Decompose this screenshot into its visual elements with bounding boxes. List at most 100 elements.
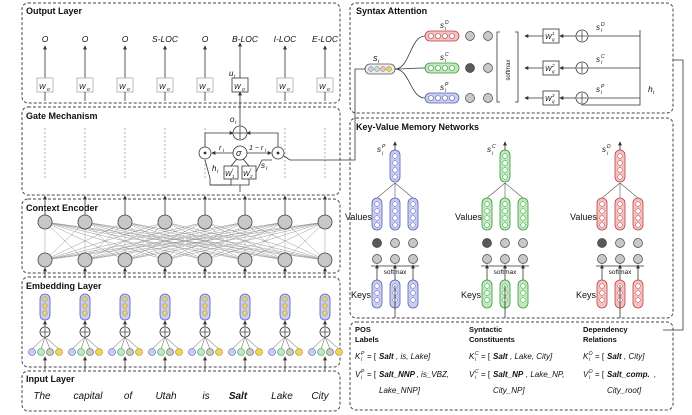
emb-pill-dot-2-2 — [122, 310, 128, 316]
output-label-7: E-LOC — [312, 34, 339, 44]
emb-feat-7-3 — [335, 348, 343, 356]
kv-value-dot-2-2-2 — [635, 215, 641, 221]
kv-key-dot-1-2-0 — [520, 283, 526, 289]
kv-score-2-0 — [597, 254, 607, 264]
output-label-6: I-LOC — [274, 34, 298, 44]
emb-pill-dot-6-1 — [282, 303, 288, 309]
kv-value-dot-2-0-0 — [599, 201, 605, 207]
output-label-2: O — [122, 34, 129, 44]
syn-hi-sub: i — [653, 90, 655, 96]
know-k-eq-2: = [ — [595, 352, 605, 361]
kv-s-label-1: s — [487, 145, 491, 154]
emb-feat-4-0 — [188, 348, 196, 356]
kv-score-1-0 — [482, 254, 492, 264]
emb-link-6-2 — [284, 336, 291, 350]
s-input-path — [283, 155, 340, 161]
emb-link-2-2 — [124, 336, 131, 350]
syn-s-label-C: s — [440, 53, 444, 62]
syn-right-s-2: s — [596, 85, 600, 94]
emb-pill-dot-0-1 — [42, 303, 48, 309]
kv-value-dot-2-0-2 — [599, 215, 605, 221]
ctx-top-node-1 — [77, 214, 93, 230]
kv-weight-2-1 — [615, 238, 625, 248]
syn-score-D — [483, 31, 493, 41]
kv-weight-1-1 — [500, 238, 510, 248]
wo-sub-1: o — [87, 87, 90, 93]
gate-s-label: s — [261, 161, 265, 170]
syn-wq-sub-2: q — [552, 99, 555, 104]
emb-pill-dot-0-0 — [42, 296, 48, 302]
know-v-line2-0: Lake_NNP] — [379, 386, 421, 395]
emb-link-4-1 — [200, 336, 206, 350]
syn-wq-label-0: W — [545, 34, 553, 41]
kv-value-dot-0-1-3 — [392, 222, 398, 228]
kv-weight-0-2 — [408, 238, 418, 248]
kv-weight-0-0 — [372, 238, 382, 248]
emb-feat-4-3 — [215, 348, 223, 356]
syn-s-sup-D: D — [445, 20, 449, 26]
know-v-first-2: Salt_comp. — [607, 370, 650, 379]
kv-s-sup-1: C — [492, 144, 496, 150]
ctx-link-7-4 — [204, 221, 326, 261]
kv-summary-dot-0-1 — [392, 160, 398, 166]
input-word-6: Lake — [271, 391, 293, 402]
wo-sub-2: o — [127, 87, 130, 93]
kv-summary-dot-2-2 — [617, 167, 623, 173]
know-v-line2-2: City_root] — [607, 386, 642, 395]
emb-pill-dot-4-0 — [202, 296, 208, 302]
emb-link-4-3 — [204, 336, 220, 350]
emb-pill-dot-1-0 — [82, 296, 88, 302]
kv-value-dot-1-1-1 — [502, 208, 508, 214]
emb-feat-6-3 — [295, 348, 303, 356]
input-word-4: is — [202, 391, 209, 402]
wo-label-1: W — [79, 84, 87, 91]
syn-pill-dot-P-3 — [449, 95, 455, 101]
ctx-bottom-node-3 — [157, 252, 173, 268]
kv-value-dot-1-1-2 — [502, 215, 508, 221]
know-k-sub-1: i — [475, 357, 477, 363]
kv-value-dot-1-0-0 — [484, 201, 490, 207]
emb-pill-dot-3-2 — [162, 310, 168, 316]
emb-link-6-0 — [271, 336, 286, 350]
know-v-sub-1: i — [475, 375, 477, 381]
syn-score-P — [483, 93, 493, 103]
kv-key-dot-2-2-2 — [635, 297, 641, 303]
output-label-0: O — [42, 34, 49, 44]
kv-value-dot-1-1-0 — [502, 201, 508, 207]
emb-pill-dot-7-1 — [322, 303, 328, 309]
kv-value-pill-0-2 — [407, 197, 419, 231]
input-word-1: capital — [74, 391, 104, 402]
kv-key-dot-1-0-0 — [484, 283, 490, 289]
ctx-top-node-3 — [157, 214, 173, 230]
emb-link-0-0 — [31, 336, 46, 350]
syn-right-sub-0: i — [601, 28, 603, 34]
wo-sub-3: o — [167, 87, 170, 93]
kv-score-1-2 — [518, 254, 528, 264]
context-encoder-title: Context Encoder — [26, 203, 99, 213]
emb-pill-dot-4-2 — [202, 310, 208, 316]
syn-si-dot-0 — [368, 66, 374, 72]
gate-mechanism-panel — [21, 106, 341, 196]
syn-branch-link-C — [394, 67, 426, 70]
know-k-sub-2: i — [589, 357, 591, 363]
kv-value-dot-2-1-3 — [617, 222, 623, 228]
kv-key-dot-2-2-0 — [635, 283, 641, 289]
kv-keys-label-1: Keys — [461, 290, 482, 300]
emb-link-3-2 — [164, 336, 171, 350]
know-v-sym-0: V — [355, 370, 361, 379]
emb-link-6-1 — [280, 336, 286, 350]
syn-wq-sub-1: q — [552, 69, 555, 74]
know-v-rest-2: , — [654, 370, 656, 379]
emb-pill-dot-6-2 — [282, 310, 288, 316]
know-v-sup-2: D — [589, 369, 593, 375]
kv-s-label-0: s — [377, 145, 381, 154]
emb-link-5-1 — [240, 336, 246, 350]
emb-feat-3-0 — [148, 348, 156, 356]
gate-one-minus-label: 1 − r — [249, 145, 264, 152]
know-k-sym-1: K — [469, 352, 475, 361]
embedding-layer-panel — [21, 276, 341, 368]
wo-label-3: W — [159, 84, 167, 91]
kv-weight-0-1 — [390, 238, 400, 248]
